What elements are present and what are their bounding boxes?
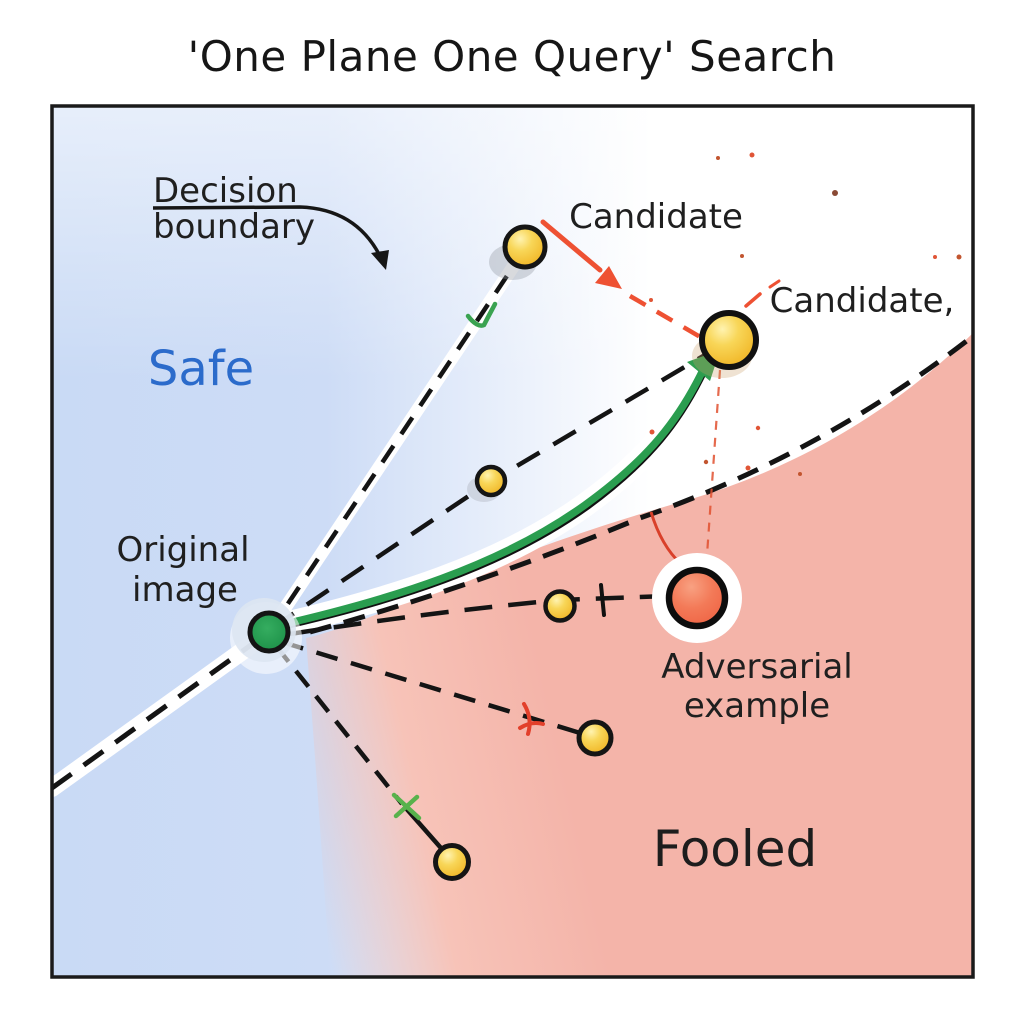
orange-splash-2 — [768, 279, 781, 289]
safe-region-label: Safe — [148, 341, 254, 397]
candidate-arrowhead — [595, 266, 622, 289]
diagram-frame — [50, 104, 975, 979]
adversarial-line2: example — [684, 686, 830, 726]
original-image-label: Original image — [116, 530, 249, 610]
search-arrow-curve — [272, 364, 708, 630]
decision-boundary-dashed-edge — [309, 334, 973, 635]
fooled-region — [306, 333, 973, 977]
fooled-region-label: Fooled — [653, 820, 818, 878]
decision-boundary-pointer-arrowhead — [371, 250, 389, 270]
candidate-point-selected — [692, 310, 759, 378]
candidate-point-top — [489, 224, 548, 280]
adversarial-example-point — [652, 553, 742, 643]
black-tick — [599, 583, 606, 617]
ray-to-low-candidate — [281, 639, 591, 739]
ray-to-top-candidate — [267, 250, 525, 634]
candidate-arrow-dashed — [628, 294, 704, 340]
paint-specks — [649, 152, 962, 476]
candidate-point-bottom — [433, 843, 471, 881]
red-dashed-connector — [705, 369, 722, 556]
decision-boundary-pointer — [152, 205, 383, 259]
red-tick — [518, 702, 545, 736]
original-image-point — [230, 598, 302, 674]
boundary-dash-lower — [52, 629, 271, 791]
green-x-tick — [391, 792, 422, 821]
ray-to-bottom-candidate — [274, 644, 404, 806]
candidate-top-label: Candidate — [569, 197, 743, 237]
original-image-line1: Original — [116, 530, 249, 570]
figure-title: 'One Plane One Query' Search — [188, 32, 837, 81]
decision-boundary-line2: boundary — [153, 207, 315, 247]
ray-to-adversarial — [289, 593, 669, 637]
adversarial-example-label: Adversarial example — [661, 647, 853, 726]
decision-boundary-line1: Decision — [153, 171, 298, 211]
candidate-point-inner — [543, 589, 577, 623]
adversarial-line1: Adversarial — [661, 647, 853, 687]
green-check-tick — [465, 301, 498, 328]
candidate-point-mid — [467, 464, 508, 502]
original-image-line2: image — [132, 570, 238, 610]
orange-splash-1 — [744, 292, 762, 308]
candidate-selected-label: Candidate, — [770, 281, 955, 321]
decision-boundary-label: Decision boundary — [152, 171, 389, 270]
candidate-point-low — [576, 719, 614, 757]
candidate-arrow-solid — [540, 219, 603, 273]
